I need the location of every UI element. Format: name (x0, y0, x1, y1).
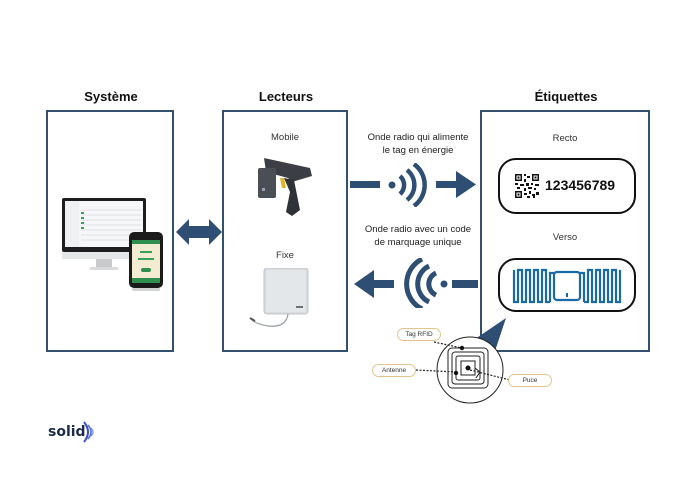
callout-leader-lines (415, 341, 511, 381)
brand-logo: solid (48, 424, 86, 440)
outgoing-radio-wave-icon (350, 163, 476, 207)
tags-panel: Recto 123456789 Verso (480, 110, 650, 352)
tag-rfid-callout: Tag RFID (397, 328, 441, 341)
tags-title: Étiquettes (534, 89, 598, 104)
tag-back-card (498, 258, 636, 312)
incoming-wave-label-line1: Onde radio avec un code (364, 224, 472, 235)
outgoing-wave-label-line1: Onde radio qui alimente (367, 132, 469, 143)
back-label: Verso (552, 232, 578, 243)
brand-name: solid (48, 424, 86, 440)
fixed-antenna-reader-icon (249, 268, 309, 327)
antenna-callout: Antenne (372, 364, 416, 377)
readers-title: Lecteurs (258, 89, 314, 104)
bidirectional-arrow-icon (176, 219, 222, 245)
chip-callout: Puce (508, 374, 552, 387)
readers-panel: Mobile Fixe (222, 110, 348, 352)
incoming-radio-wave-icon (354, 258, 478, 308)
brand-logo-wave-icon (83, 421, 94, 443)
incoming-wave-label-line2: de marquage unique (374, 237, 462, 248)
qr-code-icon (515, 174, 539, 198)
computer-and-phone-icon (62, 198, 163, 291)
mobile-reader-label: Mobile (271, 132, 299, 143)
fixed-reader-label: Fixe (276, 250, 294, 261)
incoming-wave-label: Onde radio avec un code de marquage uniq… (354, 223, 482, 249)
handheld-reader-icon (258, 158, 312, 216)
system-panel (46, 110, 174, 352)
front-label: Recto (552, 133, 578, 144)
system-title: Système (84, 89, 138, 104)
tag-number: 123456789 (545, 177, 616, 193)
rfid-inlay-antenna-icon (512, 268, 622, 304)
outgoing-wave-label: Onde radio qui alimente le tag en énergi… (354, 131, 482, 157)
tag-front-card: 123456789 (498, 158, 636, 214)
outgoing-wave-label-line2: le tag en énergie (382, 145, 454, 156)
